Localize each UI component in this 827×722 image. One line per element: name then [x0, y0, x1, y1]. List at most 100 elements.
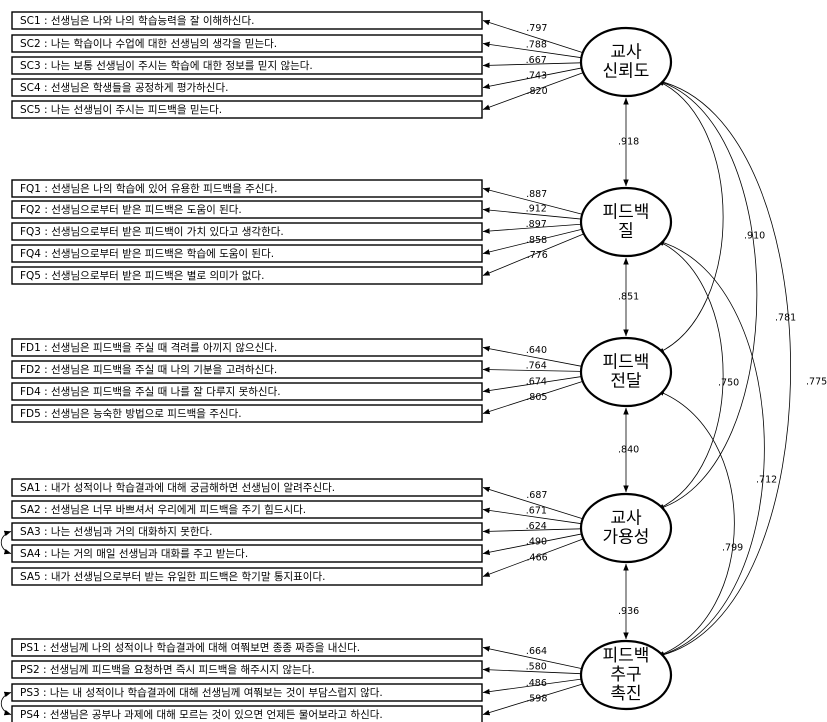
loading-value: .858	[526, 235, 547, 246]
item-box	[11, 404, 483, 423]
factor-node	[579, 639, 673, 711]
correlation-value: .840	[618, 445, 639, 456]
item-label: FQ2 : 선생님으로부터 받은 피드백은 도움이 된다.	[20, 204, 242, 216]
item-box	[11, 34, 483, 53]
loading-value: .776	[527, 250, 548, 261]
error-covariance-curve	[0, 691, 12, 716]
loading-value: .797	[526, 23, 547, 34]
factor-label: 가용성	[603, 528, 650, 548]
correlation-curve	[657, 79, 792, 658]
correlation-value: .918	[618, 137, 639, 148]
loading-value: .743	[526, 71, 547, 82]
correlation-value: .936	[618, 606, 639, 617]
correlation-value: .781	[775, 313, 796, 324]
loading-value: .764	[526, 361, 547, 372]
item-label: SA5 : 내가 선생님으로부터 받는 유일한 피드백은 학기말 통지표이다.	[20, 570, 325, 583]
factor-label: 신뢰도	[603, 62, 650, 82]
correlation-value: .775	[806, 377, 827, 388]
item-box	[11, 382, 483, 401]
loading-arrow	[482, 381, 583, 415]
factor-label: 전달	[610, 372, 642, 392]
loading-value: .671	[526, 505, 547, 516]
item-box	[11, 200, 483, 219]
item-box	[11, 266, 483, 285]
item-box	[11, 56, 483, 75]
loading-value: .490	[526, 537, 547, 548]
loading-value: .466	[527, 553, 548, 564]
loading-arrow	[482, 646, 582, 670]
loading-arrow	[482, 528, 582, 535]
item-label: FD2 : 선생님은 피드백을 주실 때 나의 기분을 고려하신다.	[20, 363, 277, 376]
loading-value: .598	[526, 693, 547, 704]
loading-value: .674	[526, 376, 547, 387]
item-label: SC3 : 나는 보통 선생님이 주시는 학습에 대한 정보를 믿지 않는다.	[20, 60, 313, 72]
loading-arrow	[482, 67, 582, 89]
factor-label: 피드백	[603, 646, 650, 666]
item-box	[11, 244, 483, 263]
correlation-curve	[657, 80, 724, 354]
item-box	[11, 360, 483, 379]
loading-arrow	[482, 223, 582, 234]
factor-node	[579, 336, 673, 408]
item-label: PS2 : 선생님께 피드백을 요청하면 즉시 피드백을 해주시지 않는다.	[20, 663, 315, 676]
item-label: SC5 : 나는 선생님이 주시는 피드백을 믿는다.	[20, 104, 222, 116]
item-label: SC4 : 선생님은 학생들을 공정하게 평가하신다.	[20, 81, 228, 94]
item-box	[11, 683, 483, 702]
item-box	[11, 478, 483, 497]
loading-arrow	[482, 507, 582, 525]
item-box	[11, 522, 483, 541]
loading-value: .820	[526, 86, 547, 97]
loading-arrow	[482, 538, 584, 577]
item-label: FD4 : 선생님은 피드백을 주실 때 나를 잘 다루지 못하신다.	[20, 385, 281, 398]
factor-label: 질	[618, 222, 634, 242]
item-label: FQ3 : 선생님으로부터 받은 피드백이 가치 있다고 생각한다.	[20, 226, 284, 238]
loading-value: .624	[526, 521, 547, 532]
loading-arrow	[482, 233, 584, 276]
item-label: PS1 : 선생님께 나의 성적이나 학습결과에 대해 여쭤보면 종종 짜증을 …	[20, 641, 360, 654]
item-box	[11, 705, 483, 722]
loading-arrow	[482, 683, 583, 716]
item-label: PS4 : 선생님은 공부나 과제에 대해 모르는 것이 있으면 언제든 물어보…	[20, 708, 383, 721]
item-box	[11, 11, 483, 30]
loading-arrow	[482, 228, 583, 255]
loading-value: .640	[526, 345, 547, 356]
loading-value: .912	[526, 204, 547, 215]
factor-label: 교사	[610, 43, 642, 63]
item-box	[11, 500, 483, 519]
item-box	[11, 638, 483, 657]
loading-value: .887	[526, 189, 547, 200]
factor-node	[579, 186, 673, 258]
item-box	[11, 179, 483, 198]
correlation-value: .750	[718, 378, 739, 389]
loading-arrow	[482, 345, 582, 367]
error-covariance-curve	[0, 530, 12, 555]
factor-node	[579, 26, 673, 98]
factor-label: 촉진	[610, 684, 641, 704]
item-label: FQ1 : 선생님은 나의 학습에 있어 유용한 피드백을 주신다.	[20, 183, 277, 195]
correlation-value: .799	[722, 543, 743, 554]
loading-value: .664	[526, 646, 547, 657]
item-box	[11, 100, 483, 119]
loading-arrow	[482, 486, 583, 520]
item-label: SA4 : 나는 거의 매일 선생님과 대화를 주고 받는다.	[20, 547, 248, 560]
loading-arrow	[482, 187, 583, 215]
correlation-curve	[657, 240, 724, 510]
item-label: SA1 : 내가 성적이나 학습결과에 대해 궁금해하면 선생님이 알려주신다.	[20, 481, 335, 494]
item-label: FQ4 : 선생님으로부터 받은 피드백은 학습에 도움이 된다.	[20, 248, 274, 260]
loading-arrow	[482, 19, 583, 53]
correlation-value: .712	[756, 475, 777, 486]
loading-value: .805	[526, 392, 547, 403]
loading-arrow	[482, 207, 582, 220]
item-label: FD1 : 선생님은 피드백을 주실 때 격려를 아끼지 않으신다.	[20, 341, 277, 354]
item-box	[11, 544, 483, 563]
loading-value: .788	[526, 39, 547, 50]
item-box	[11, 338, 483, 357]
item-label: FQ5 : 선생님으로부터 받은 피드백은 별로 의미가 없다.	[20, 269, 264, 282]
item-box	[11, 78, 483, 97]
loading-value: .486	[526, 678, 547, 689]
item-label: FD5 : 선생님은 능숙한 방법으로 피드백을 주신다.	[20, 408, 242, 420]
item-label: SA2 : 선생님은 너무 바쁘셔서 우리에게 피드백을 주기 힘드시다.	[20, 504, 306, 516]
loading-arrow	[482, 62, 582, 69]
